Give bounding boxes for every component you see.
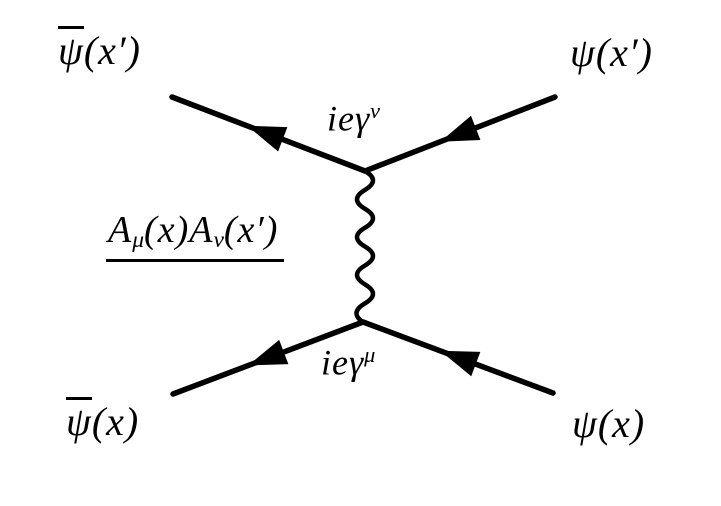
photon-contraction-underline: Aμ(x)Aν(x′) [106, 209, 285, 262]
vertex-top-index: ν [370, 98, 381, 123]
label-photon-contraction: Aμ(x)Aν(x′) [106, 209, 285, 262]
vertex-bottom-base: ieγ [321, 342, 365, 383]
vertex-top-base: ieγ [327, 98, 371, 139]
fermion-arrow-icon-bottom-right [440, 350, 481, 377]
label-psi-xprime: ψ(x′) [570, 30, 653, 75]
prop-A1: A [108, 209, 133, 251]
psibar-x-arg: (x) [91, 399, 140, 444]
prop-sub2: ν [213, 227, 224, 254]
fermion-arrow-icon-bottom-left [248, 339, 289, 366]
prop-arg2: (x′) [223, 209, 279, 251]
vertex-bottom-index: μ [364, 342, 376, 367]
label-psibar-x: ψ(x) [66, 397, 139, 442]
photon-wavy-line [354, 168, 376, 325]
fermion-arrow-icon-top-left [247, 125, 288, 152]
label-vertex-bottom-coupling: ieγμ [321, 342, 376, 383]
label-vertex-top-coupling: ieγν [327, 98, 381, 139]
label-psi-x: ψ(x) [572, 401, 646, 446]
psi-bar-glyph: ψ [58, 26, 84, 73]
label-psibar-xprime: ψ(x′) [58, 26, 141, 71]
prop-sub1: μ [132, 227, 145, 254]
psi-bar-glyph: ψ [66, 397, 92, 444]
psibar-xprime-arg: (x′) [83, 28, 141, 73]
prop-A2: A [189, 209, 214, 251]
fermion-arrow-icon-top-right [440, 115, 481, 142]
prop-arg1: (x) [144, 209, 190, 251]
